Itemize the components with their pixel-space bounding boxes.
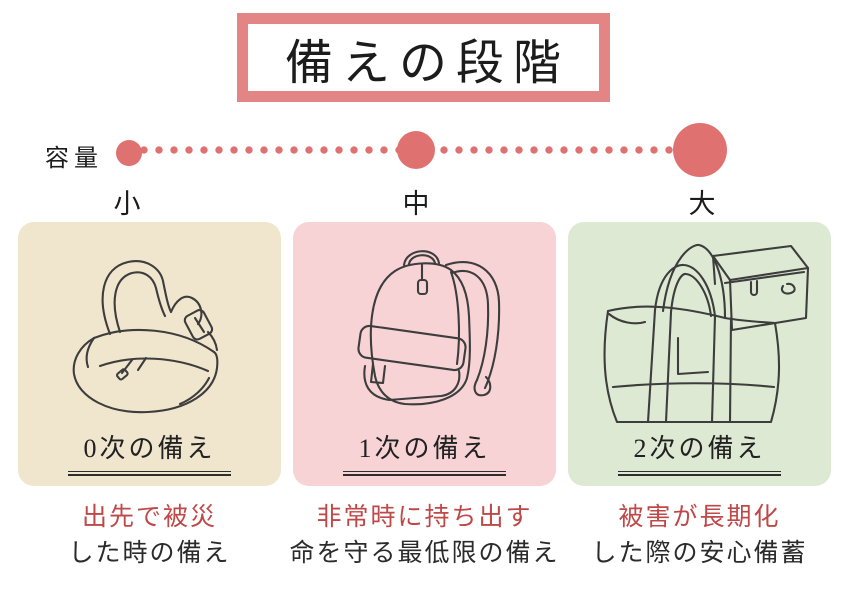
card-second-ji: 2次の備え xyxy=(568,222,831,486)
capacity-dot-medium xyxy=(397,131,435,169)
caption-highlight: 出先で被災 xyxy=(81,504,217,531)
caption-rest: した時の備え xyxy=(68,540,231,567)
fanny-pack-illustration xyxy=(72,260,218,414)
caption-highlight: 被害が長期化 xyxy=(618,504,781,531)
card-title-zero-ji: 0次の備え xyxy=(68,428,231,476)
capacity-label: 容量 xyxy=(45,146,103,172)
card-title-second-ji: 2次の備え xyxy=(618,428,781,476)
caption-zero-ji: 出先で被災 した時の備え xyxy=(68,500,230,572)
card-first-ji: 1次の備え xyxy=(293,222,556,486)
page-title: 備えの段階 xyxy=(284,36,570,90)
level-label-large: 大 xyxy=(688,189,716,219)
capacity-dot-large xyxy=(673,123,727,177)
caption-rest: した際の安心備蓄 xyxy=(591,540,808,567)
caption-rest: 命を守る最低限の備え xyxy=(289,540,560,567)
card-column-zero-ji: 0次の備え 出先で被災 した時の備え xyxy=(18,222,281,572)
capacity-dot-small xyxy=(116,140,142,166)
card-title-first-ji: 1次の備え xyxy=(343,428,506,476)
card-column-second-ji: 2次の備え 被害が長期化 した際の安心備蓄 xyxy=(568,222,831,572)
level-label-medium: 中 xyxy=(402,189,430,219)
card-column-first-ji: 1次の備え 非常時に持ち出す 命を守る最低限の備え xyxy=(290,222,558,572)
backpack-illustration xyxy=(356,250,500,406)
card-zero-ji: 0次の備え xyxy=(18,222,281,486)
tote-and-storage-box-illustration xyxy=(602,243,809,424)
title-box: 備えの段階 xyxy=(237,13,610,102)
caption-first-ji: 非常時に持ち出す 命を守る最低限の備え xyxy=(290,500,560,572)
caption-highlight: 非常時に持ち出す xyxy=(316,504,533,531)
caption-second-ji: 被害が長期化 した際の安心備蓄 xyxy=(591,500,807,572)
level-label-small: 小 xyxy=(113,189,141,219)
